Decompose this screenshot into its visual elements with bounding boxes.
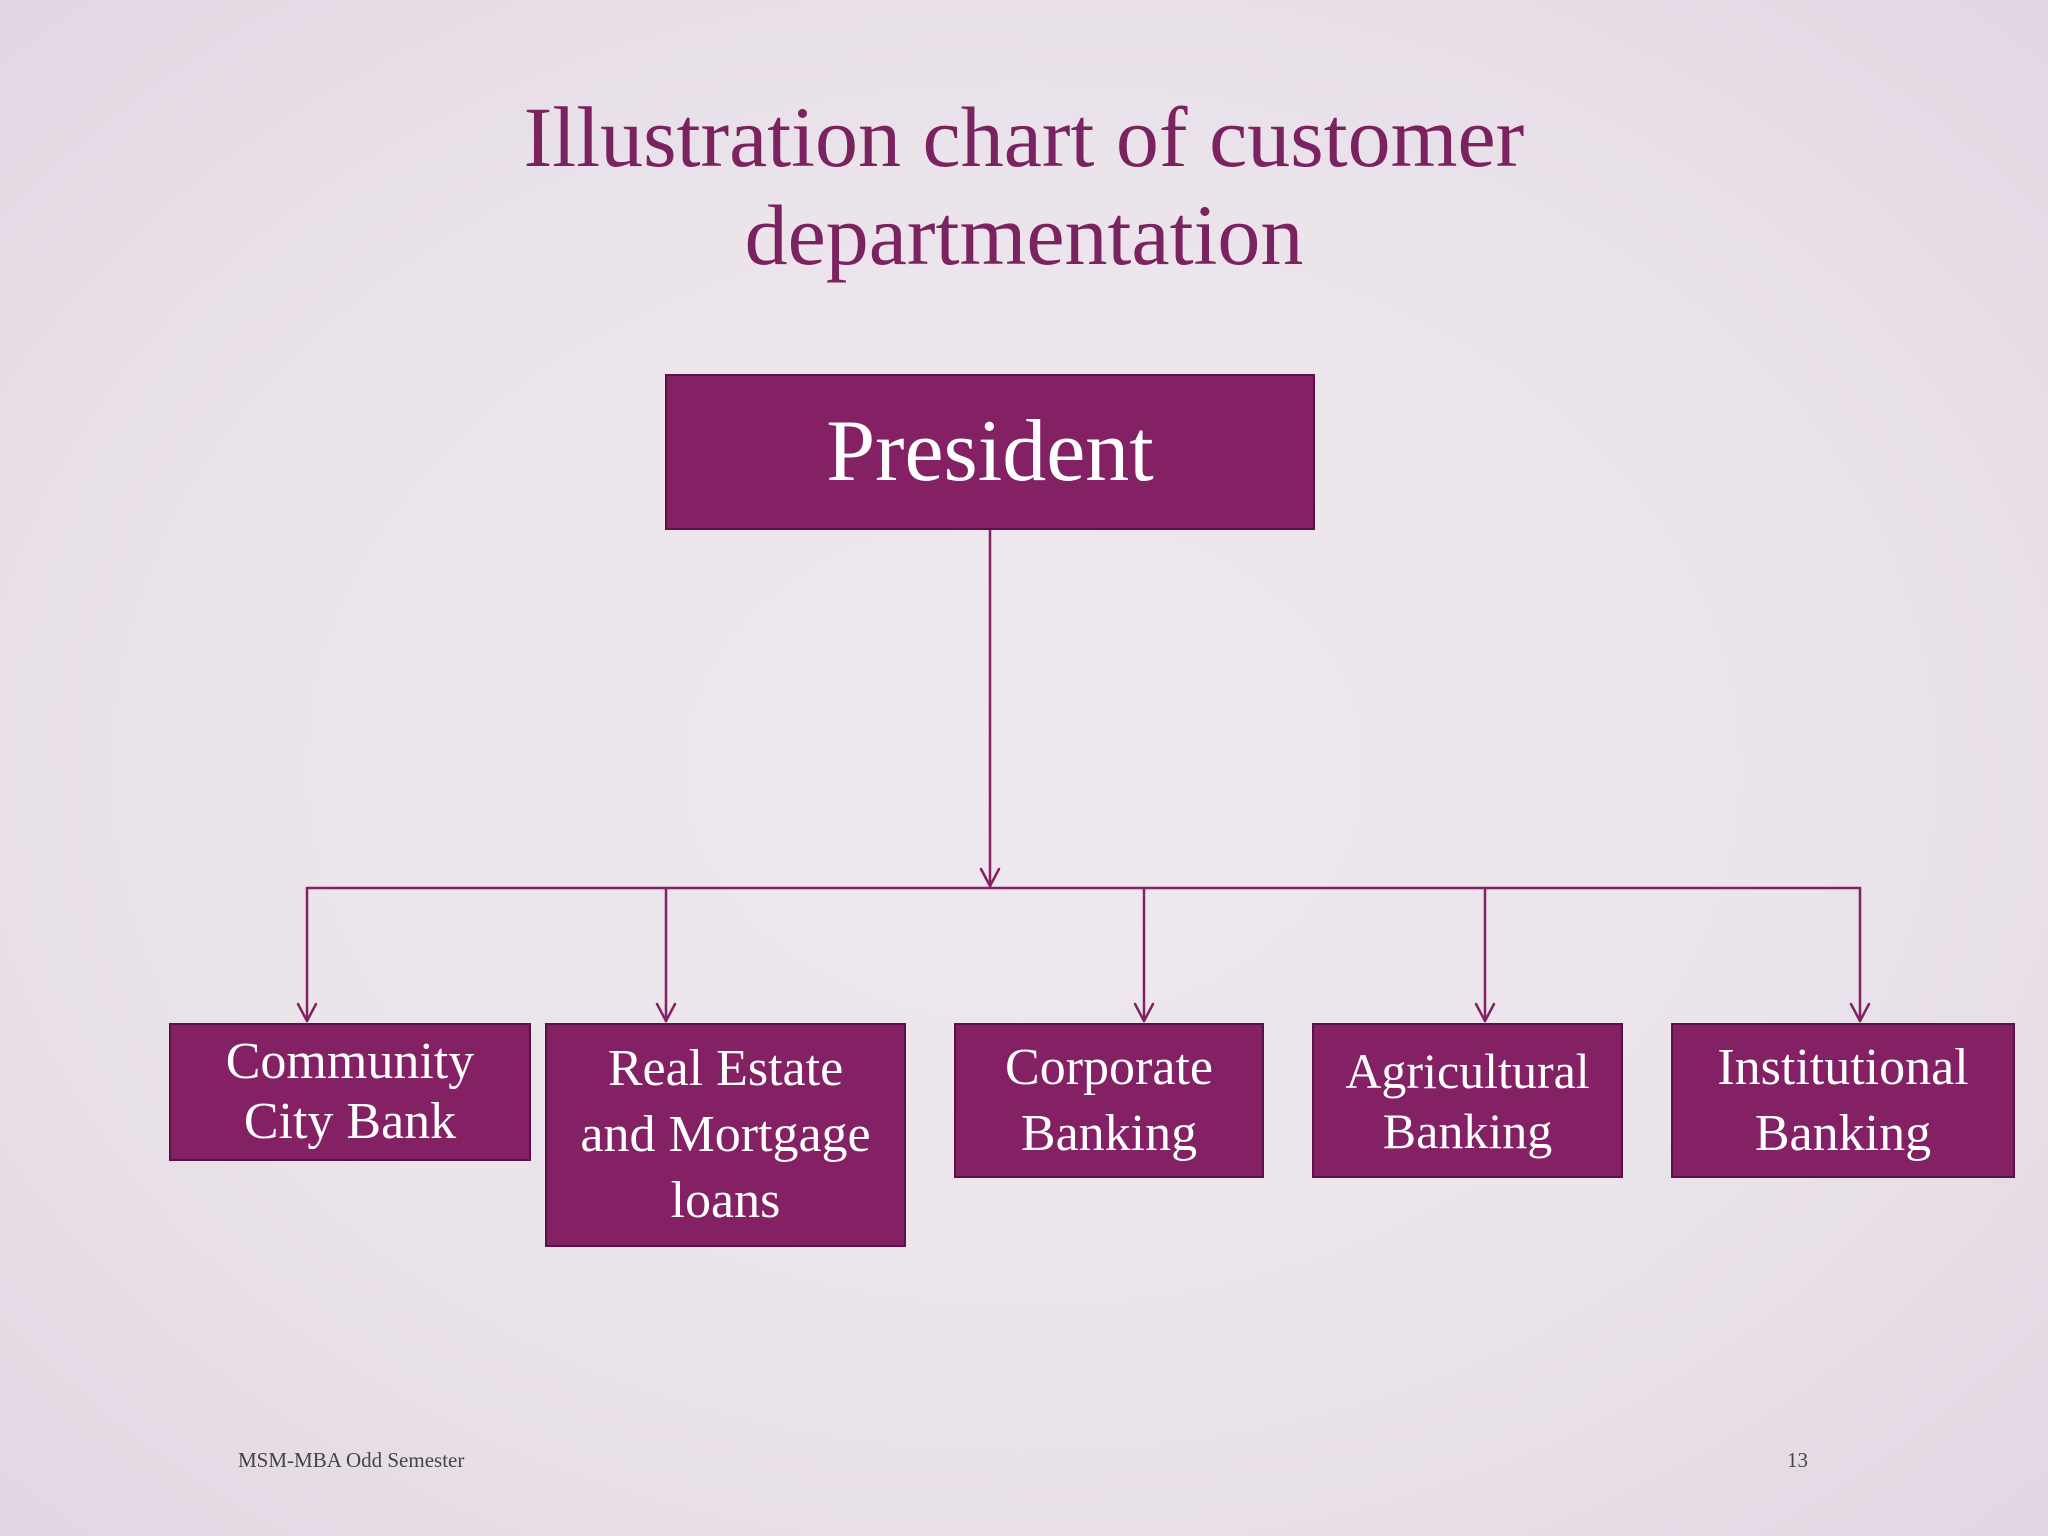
org-node-label: Real Estate and Mortgage loans (580, 1040, 871, 1229)
connector-arrowhead-4 (1474, 1002, 1496, 1023)
org-node-community-city-bank: Community City Bank (169, 1023, 531, 1161)
slide-title-line-2: departmentation (744, 187, 1304, 283)
org-node-label: Community City Bank (225, 1033, 475, 1150)
org-node-institutional-banking: Institutional Banking (1671, 1023, 2015, 1178)
footer-course: MSM-MBA Odd Semester (238, 1448, 465, 1472)
footer-page-number: 13 (1787, 1448, 1808, 1472)
org-node-president: President (665, 374, 1315, 530)
org-node-president-label: President (826, 403, 1154, 500)
connector-arrowhead-5 (1849, 1002, 1871, 1023)
connector-trunk-arrowhead (979, 867, 1001, 888)
org-node-corporate-banking: Corporate Banking (954, 1023, 1264, 1178)
org-node-agricultural-banking: Agricultural Banking (1312, 1023, 1623, 1178)
slide-title-line-1: Illustration chart of customer (523, 89, 1525, 185)
org-node-label: Institutional Banking (1717, 1038, 1969, 1162)
connector-arrowhead-2 (655, 1002, 677, 1023)
connector-arrowhead-1 (296, 1002, 318, 1023)
connector-arrowhead-3 (1133, 1002, 1155, 1023)
slide-title: Illustration chart of customer departmen… (324, 88, 1724, 284)
org-node-label: Corporate Banking (1005, 1038, 1213, 1162)
org-node-real-estate-mortgage-loans: Real Estate and Mortgage loans (545, 1023, 906, 1247)
org-node-label: Agricultural Banking (1345, 1042, 1590, 1159)
